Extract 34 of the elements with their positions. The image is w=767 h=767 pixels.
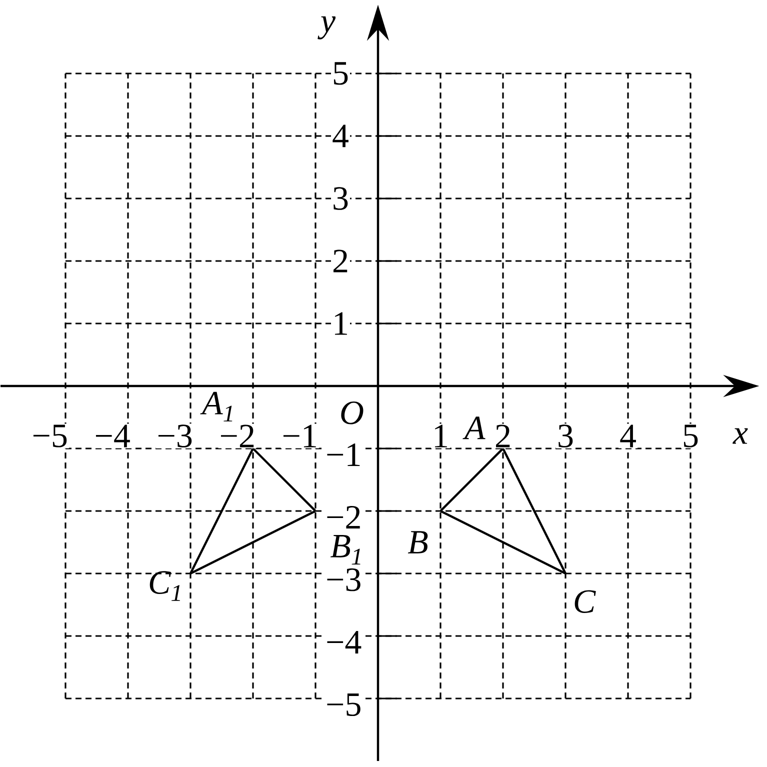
- triangle-side: [440, 510, 566, 574]
- triangle-side: [502, 448, 566, 574]
- point-label: B: [408, 531, 428, 554]
- point-label: C: [574, 590, 596, 614]
- tick-label: −1: [280, 424, 319, 448]
- tick-label: −5: [30, 424, 69, 448]
- axis-label: y: [318, 15, 337, 40]
- tick-label: −2: [324, 505, 363, 530]
- triangle-side: [440, 448, 504, 512]
- triangle-side: [190, 448, 254, 574]
- point-label: A$_{1}$: [200, 392, 232, 422]
- tick-label: −1: [324, 442, 363, 467]
- tick-label: 1: [331, 311, 350, 336]
- tick-label: −5: [324, 692, 363, 718]
- tick-label: 5: [331, 61, 350, 86]
- point-label: B$_{1}$: [330, 535, 360, 564]
- triangle-side: [190, 510, 316, 574]
- triangle-side: [252, 448, 316, 512]
- tick-label: −3: [324, 567, 363, 592]
- tick-label: 1: [431, 424, 450, 448]
- tick-label: 2: [494, 424, 512, 448]
- tick-label: 3: [331, 186, 350, 211]
- tick-label: −4: [324, 630, 363, 654]
- tick-label: 5: [681, 424, 700, 448]
- tick-label: 3: [556, 424, 575, 448]
- origin-label: O: [338, 400, 366, 426]
- tick-label: 4: [331, 124, 350, 148]
- axis-label: x: [732, 427, 750, 445]
- tick-label: 2: [331, 248, 350, 274]
- tick-label: −2: [218, 424, 256, 448]
- tick-label: −3: [156, 424, 194, 448]
- tick-label: 4: [618, 424, 638, 448]
- point-label: A: [462, 416, 486, 440]
- tick-label: −4: [93, 424, 132, 448]
